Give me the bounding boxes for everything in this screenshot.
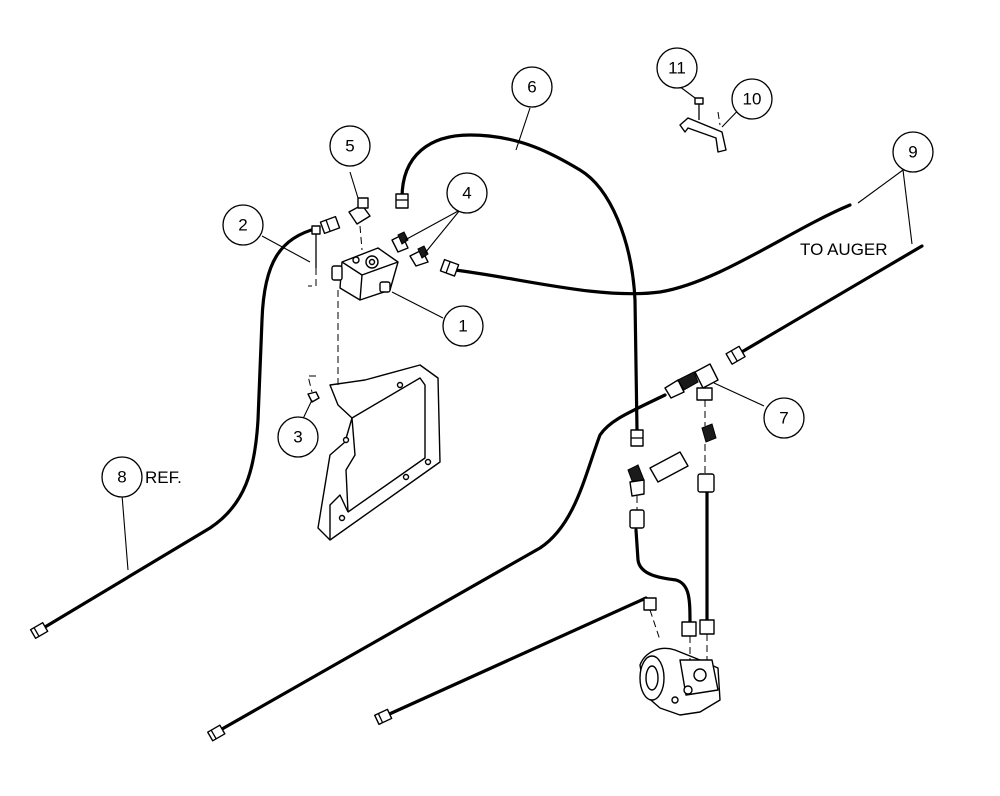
- callout-4-label: 4: [462, 184, 471, 203]
- callout-11-label: 11: [668, 59, 686, 78]
- fitting-to-auger: [725, 345, 746, 365]
- assembly-lines: [307, 111, 721, 660]
- callout-6: 6: [511, 66, 553, 108]
- control-valve: [331, 247, 399, 301]
- hose-9-upper: [453, 203, 852, 296]
- nut-item-3: [307, 391, 320, 403]
- callout-5: 5: [329, 125, 371, 167]
- to-auger-note: TO AUGER: [800, 240, 888, 259]
- callout-10: 10: [731, 78, 773, 120]
- hoses: [38, 133, 924, 735]
- hose-6: [400, 133, 639, 432]
- bolt-item-2: [311, 225, 321, 268]
- hose-lower-left: [213, 393, 667, 735]
- mounting-bracket: [317, 364, 441, 541]
- fitting-hose8-top: [319, 215, 341, 235]
- callout-3-label: 3: [293, 428, 302, 447]
- leader-lines: [121, 85, 913, 571]
- fitting-left-end: [29, 621, 49, 640]
- hydraulic-pump: [639, 647, 721, 716]
- callout-10-label: 10: [743, 90, 762, 109]
- callout-9: 9: [892, 131, 934, 173]
- fitting-bottom-end: [374, 708, 393, 726]
- center-fittings: [627, 423, 717, 637]
- hose-bottom: [383, 596, 648, 718]
- callout-2-label: 2: [238, 216, 247, 235]
- clamp-item-10: [679, 117, 727, 153]
- callout-7: 7: [763, 397, 805, 439]
- hose-9-lower: [738, 244, 924, 355]
- callout-8-label: 8: [117, 468, 126, 487]
- callout-9-label: 9: [908, 143, 917, 162]
- callout-7-label: 7: [779, 409, 788, 428]
- fitting-bottom-left-end: [207, 724, 226, 742]
- elbow-fitting-item-5: [348, 197, 371, 225]
- callout-11: 11: [656, 47, 698, 89]
- callout-3: 3: [277, 416, 319, 458]
- callout-6-label: 6: [527, 78, 536, 97]
- hose-to-pump-left: [634, 528, 692, 627]
- fitting-hose6-top: [395, 193, 409, 209]
- hose-8-ref: [38, 226, 320, 632]
- callout-5-label: 5: [345, 137, 354, 156]
- ref-note: REF.: [145, 468, 182, 487]
- bolt-item-11: [694, 97, 704, 120]
- callout-1: 1: [442, 305, 484, 347]
- tee-fittings-item-4: [391, 231, 429, 267]
- callout-2: 2: [222, 204, 264, 246]
- fitting-port-right: [439, 258, 460, 277]
- tee-fitting-item-7: [664, 363, 719, 401]
- callout-1-label: 1: [458, 317, 467, 336]
- fitting-upper-hose-end: [630, 429, 644, 447]
- hose-end-fittings: [29, 193, 746, 742]
- callout-4: 4: [446, 172, 488, 214]
- callout-8: 8: [101, 456, 143, 498]
